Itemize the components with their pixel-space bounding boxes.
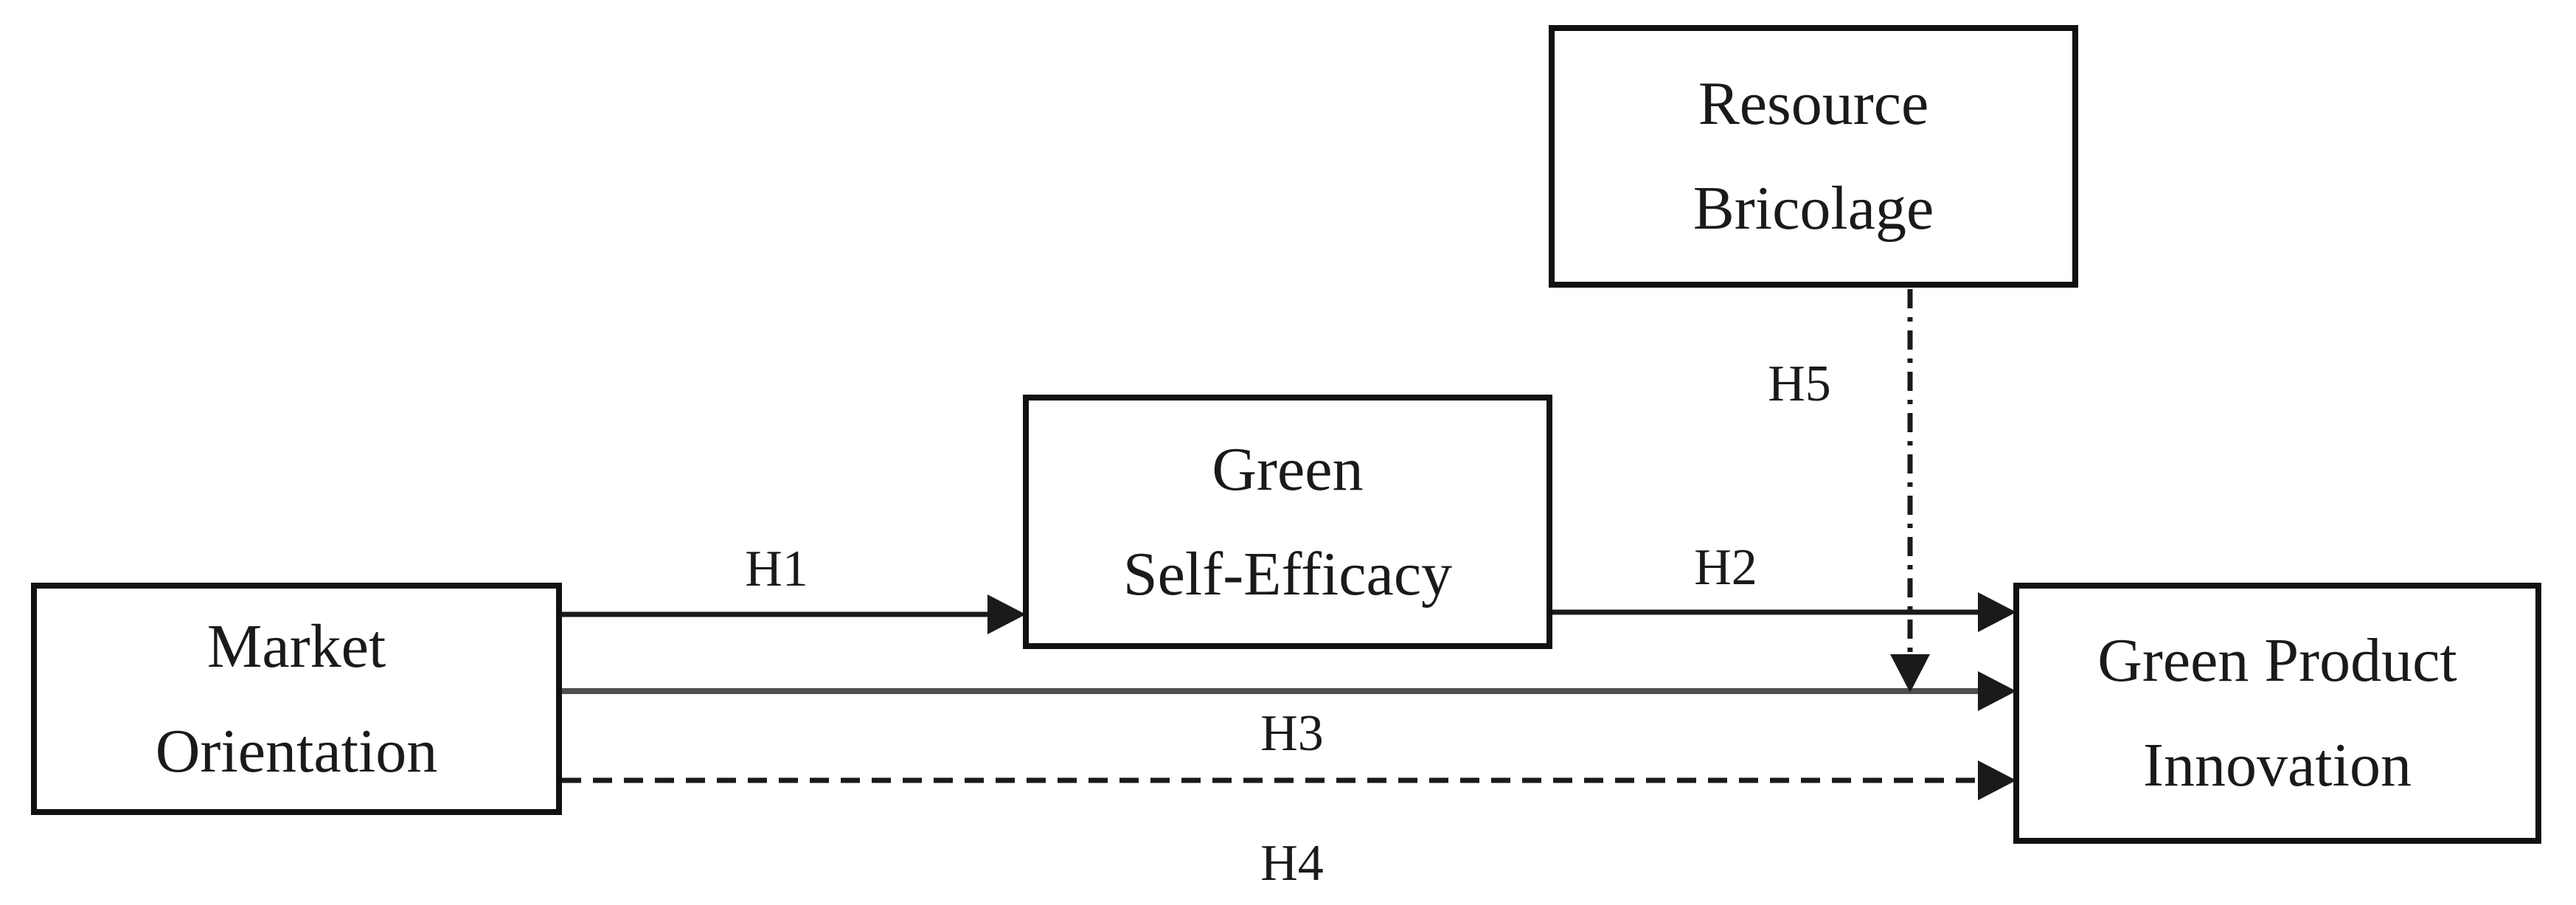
h3-arrowhead-icon <box>1978 671 2016 711</box>
node-resource-bricolage: Resource Bricolage <box>1549 25 2078 288</box>
h4-arrowhead-icon <box>1978 760 2016 800</box>
node-label: Resource Bricolage <box>1693 69 1934 243</box>
h2-arrow <box>1552 592 2016 632</box>
h4-label: H4 <box>1260 835 1324 892</box>
h3-label: H3 <box>1260 705 1324 762</box>
h5-arrow <box>1890 289 1930 693</box>
h1-label: H1 <box>745 541 808 597</box>
h2-arrowhead-icon <box>1978 592 2016 632</box>
node-market-orientation: Market Orientation <box>31 583 562 815</box>
h5-label: H5 <box>1768 356 1831 412</box>
node-label: Green Product Innovation <box>2097 626 2457 800</box>
h2-label: H2 <box>1694 539 1757 596</box>
node-green-self-efficacy: Green Self-Efficacy <box>1023 395 1552 649</box>
h1-arrow <box>562 594 1026 634</box>
node-label: Market Orientation <box>155 611 438 786</box>
h4-arrow <box>562 760 2016 800</box>
node-green-product-innovation: Green Product Innovation <box>2013 583 2541 844</box>
h3-arrow <box>562 671 2016 711</box>
h5-arrowhead-icon <box>1890 654 1930 693</box>
node-label: Green Self-Efficacy <box>1122 434 1453 608</box>
h1-arrowhead-icon <box>987 594 1026 634</box>
